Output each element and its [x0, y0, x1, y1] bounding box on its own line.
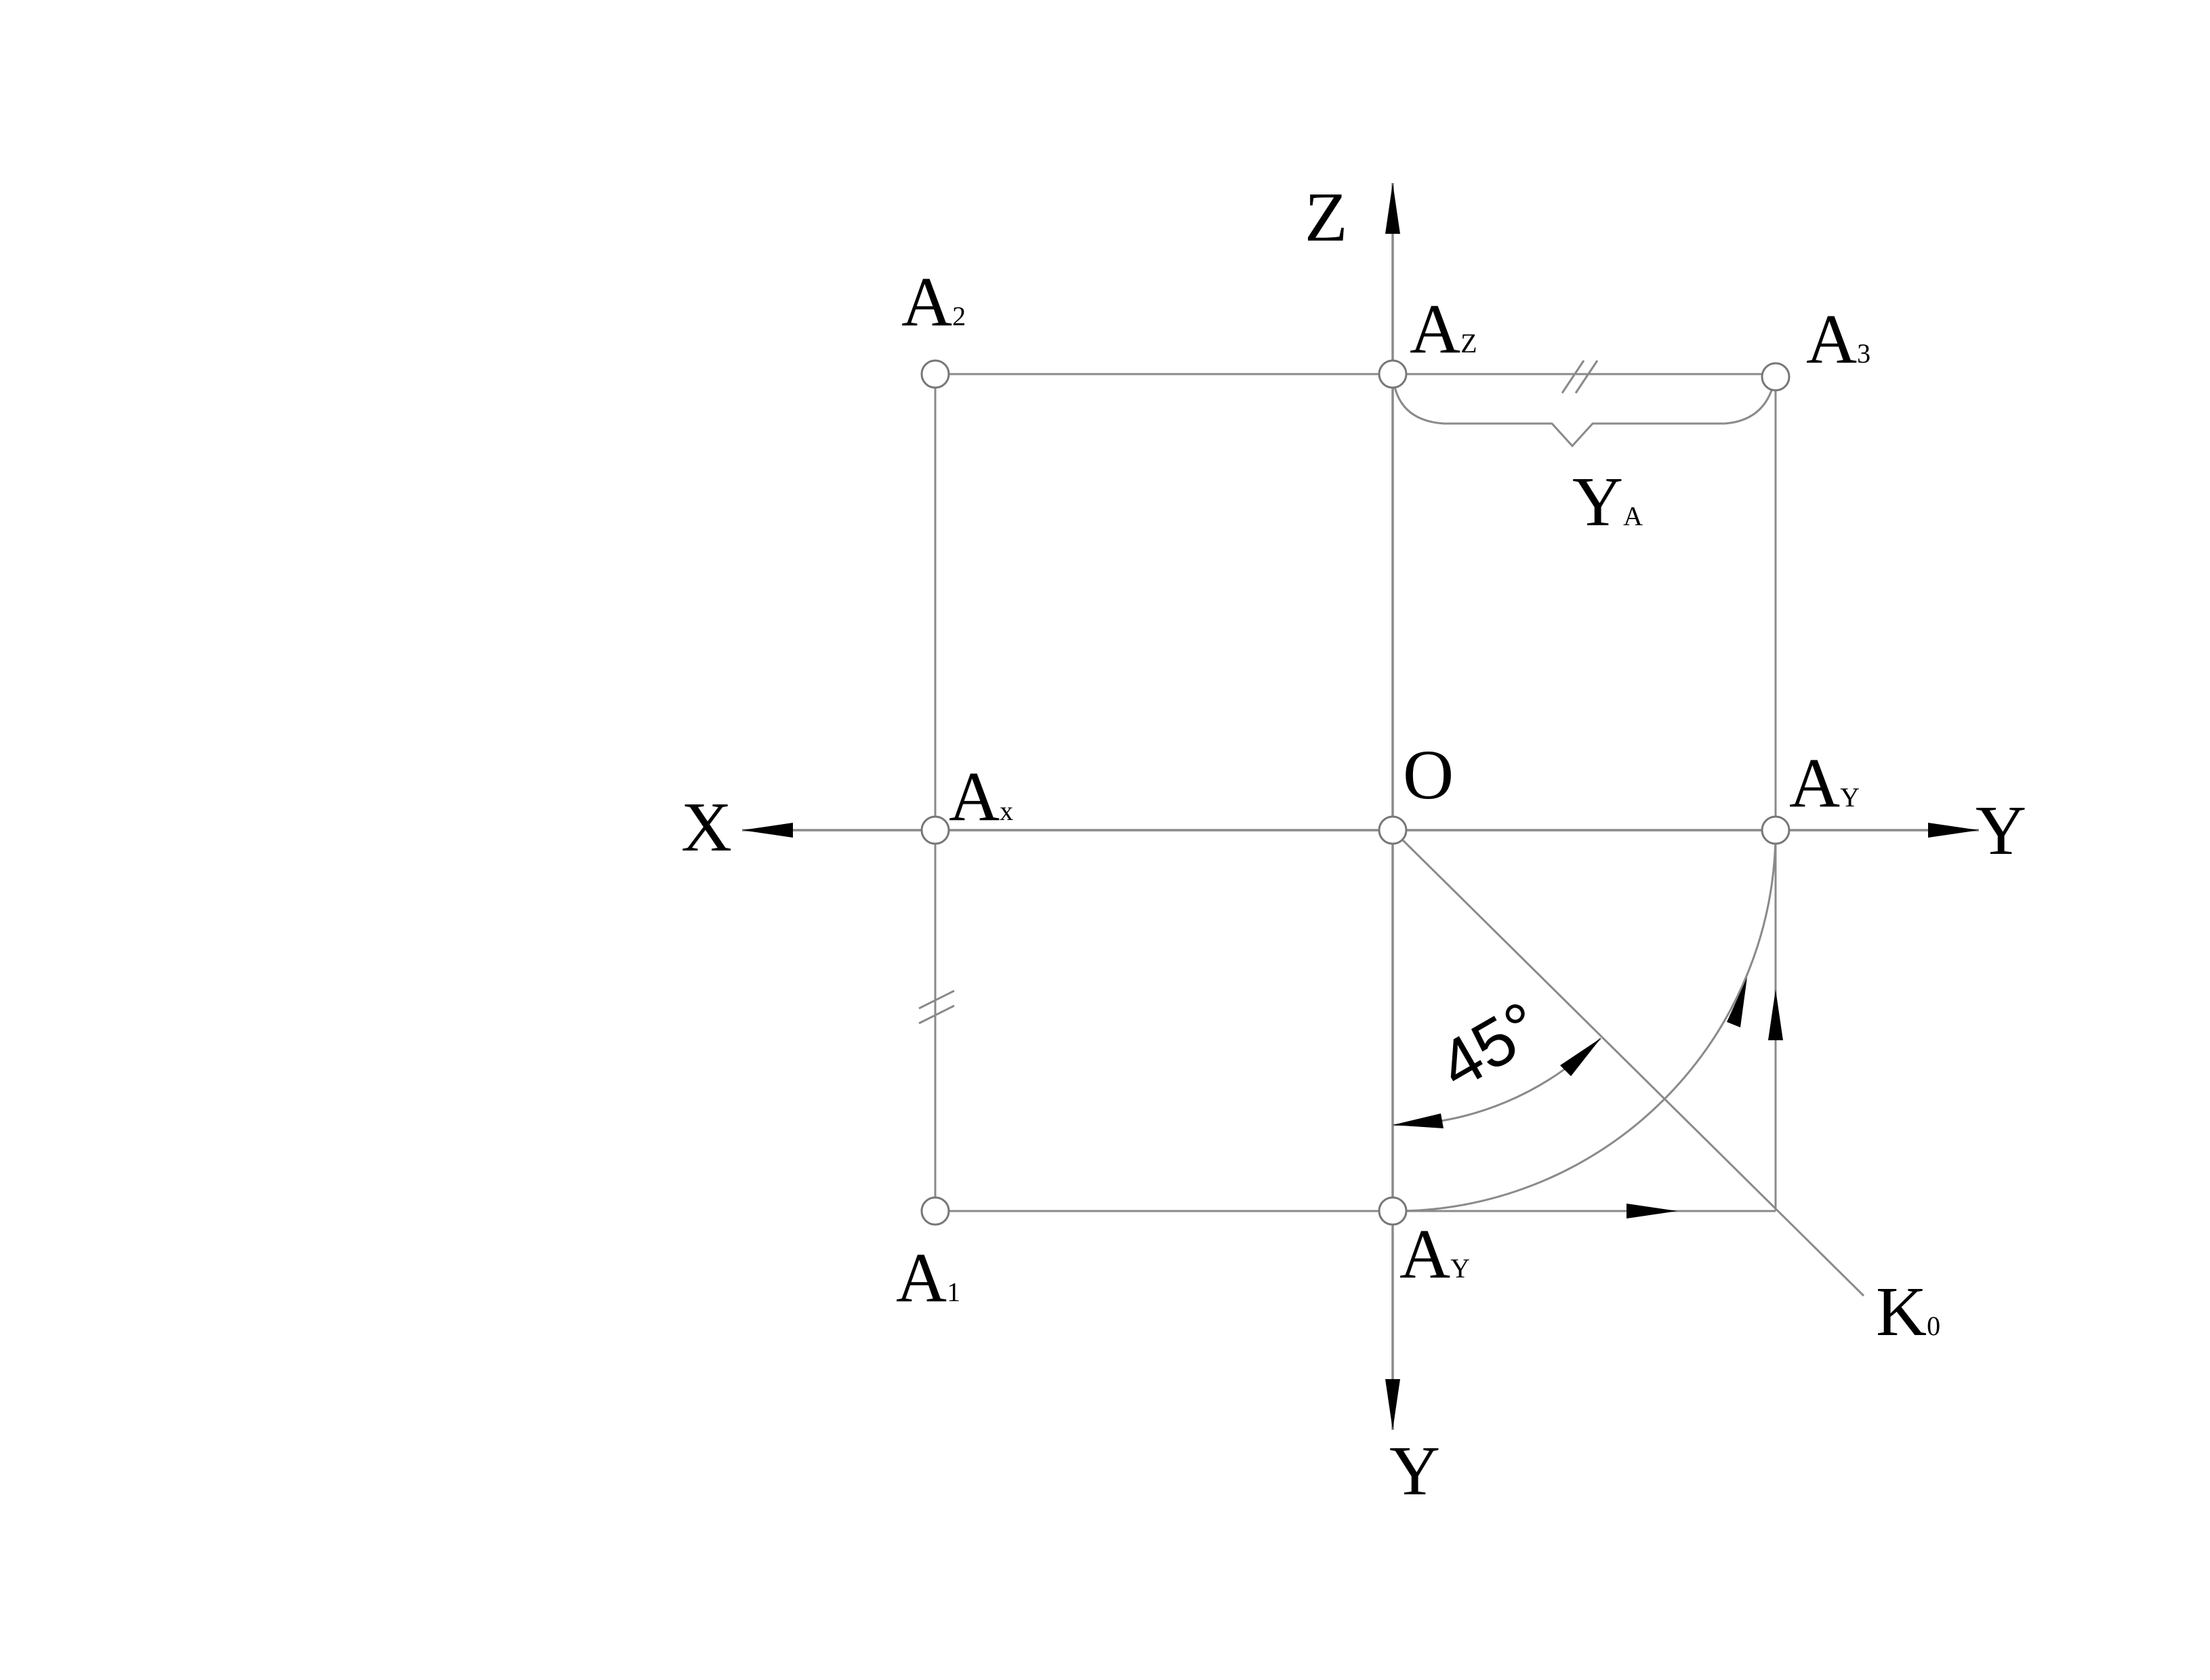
- node-ay-right: [1761, 815, 1790, 845]
- label-ax: Ax: [949, 758, 1013, 836]
- y-axis-label-bottom: Y: [1389, 1432, 1440, 1510]
- y-down-axis-arrow: [1385, 1379, 1400, 1430]
- tick-mark-left-2: [918, 1004, 955, 1025]
- angle-arrow-right: [1560, 1038, 1601, 1076]
- tick-mark-top-2: [1574, 360, 1599, 394]
- label-a1: A1: [896, 1239, 960, 1317]
- label-ay-right: AY: [1789, 744, 1860, 822]
- tick-mark-top-1: [1561, 360, 1585, 394]
- angle-label: 45°: [1427, 987, 1553, 1104]
- node-a2: [920, 359, 950, 389]
- tick-mark-left-1: [918, 989, 955, 1010]
- angle-arrow-left: [1393, 1113, 1444, 1128]
- k0-line: [1391, 829, 1865, 1297]
- node-a3: [1761, 362, 1790, 392]
- label-k0: K0: [1876, 1273, 1940, 1351]
- bottom-flow-arrow: [1626, 1204, 1677, 1218]
- right-flow-arrow: [1768, 989, 1783, 1040]
- y-axis-arrow: [1928, 823, 1979, 838]
- z-axis-arrow: [1385, 183, 1400, 234]
- label-az: AZ: [1410, 290, 1477, 368]
- x-axis-arrow: [742, 823, 793, 838]
- arc-arrow: [1727, 977, 1747, 1027]
- node-az: [1378, 359, 1408, 389]
- y-axis-label-right: Y: [1976, 792, 2026, 869]
- x-axis-label: X: [681, 788, 732, 866]
- origin-label: O: [1403, 736, 1454, 814]
- node-ay-bottom: [1378, 1196, 1408, 1226]
- node-ax: [920, 815, 950, 845]
- node-a1: [920, 1196, 950, 1226]
- ya-brace: [1391, 373, 1777, 448]
- label-ay-bottom: AY: [1399, 1215, 1470, 1293]
- label-ya: YA: [1572, 463, 1643, 541]
- label-a3: A3: [1806, 300, 1870, 378]
- transfer-arc: [1392, 829, 1777, 1212]
- z-axis-label: Z: [1305, 178, 1348, 256]
- label-a2: A2: [901, 263, 966, 341]
- node-origin: [1378, 815, 1408, 845]
